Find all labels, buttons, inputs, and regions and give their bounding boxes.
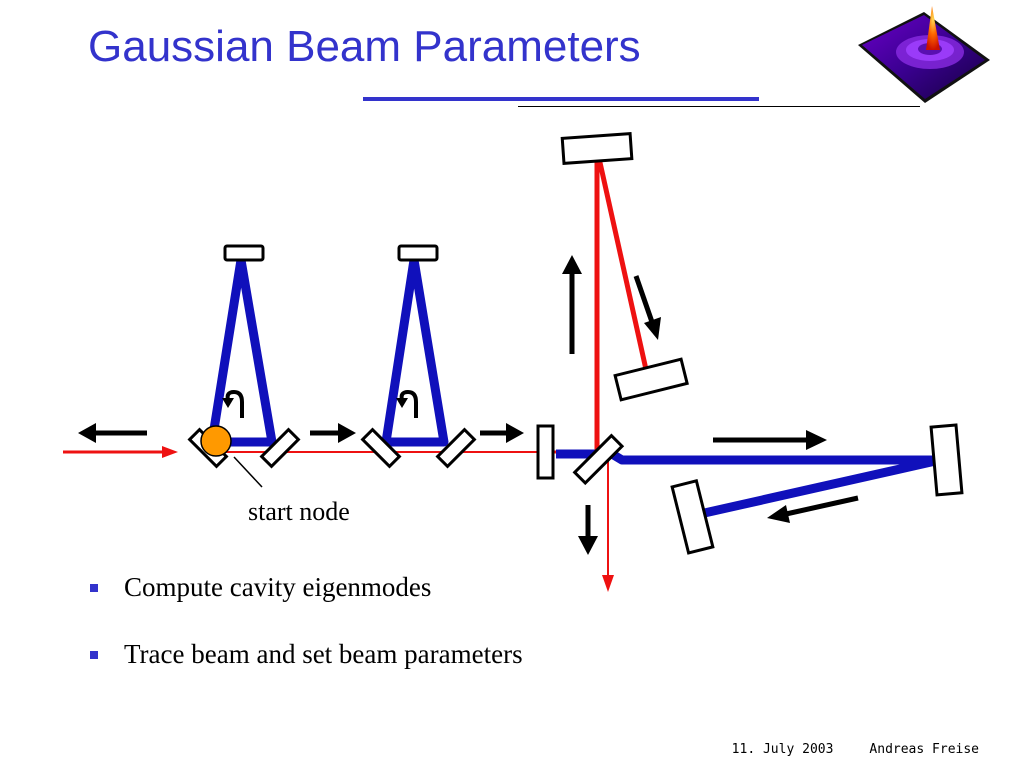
direction-arrows (78, 255, 859, 555)
bullet-list: Compute cavity eigenmodes Trace beam and… (88, 572, 523, 670)
footer-date: 11. July 2003 (731, 742, 834, 757)
start-node-label: start node (248, 497, 350, 526)
start-node-marker (200, 425, 263, 488)
mirrors (187, 132, 964, 555)
bullet-text: Trace beam and set beam parameters (124, 639, 523, 669)
title-rule (518, 106, 920, 107)
footer-author: Andreas Freise (869, 742, 979, 757)
cavity-beam-paths (207, 255, 945, 519)
bullet-item: Compute cavity eigenmodes (88, 572, 523, 603)
slide-title: Gaussian Beam Parameters (88, 22, 641, 71)
title-underline (363, 97, 759, 101)
square-bullet-icon (90, 584, 98, 592)
laser-beam-paths (63, 153, 650, 592)
bullet-item: Trace beam and set beam parameters (88, 639, 523, 670)
square-bullet-icon (90, 651, 98, 659)
circulation-arrow-icon (222, 389, 244, 418)
bullet-text: Compute cavity eigenmodes (124, 572, 432, 602)
slide-footer: 11. July 2003 Andreas Freise (732, 742, 979, 757)
circulation-arrow-icon (396, 389, 418, 418)
gaussian-beam-logo-icon (858, 6, 990, 103)
